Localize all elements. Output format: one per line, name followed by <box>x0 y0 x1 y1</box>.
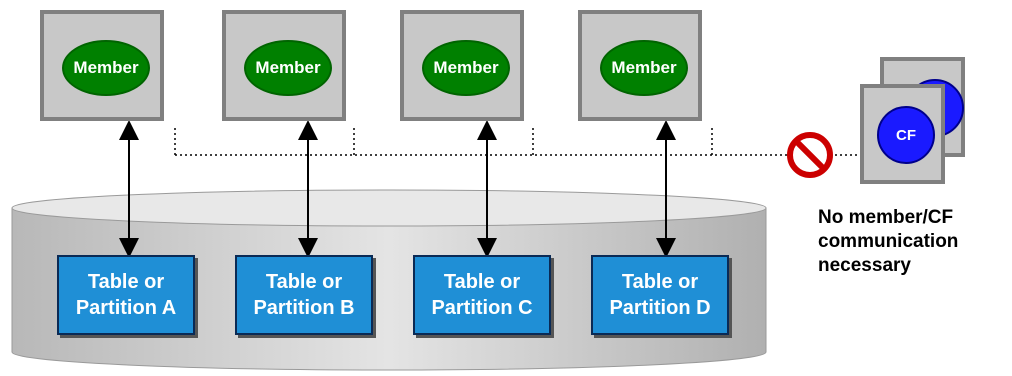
partition-box-d: Table or Partition D <box>591 255 729 335</box>
member-partition-arrows <box>119 120 676 258</box>
cf-circle: CF <box>877 106 935 164</box>
partition-box-a: Table or Partition A <box>57 255 195 335</box>
partition-line1: Table or <box>443 271 521 293</box>
member-ellipse: Member <box>244 40 332 96</box>
interconnect-line <box>174 128 858 156</box>
prohibited-icon <box>787 132 833 178</box>
partition-line2: Partition C <box>431 297 533 319</box>
cf-box-front: CF <box>860 84 945 184</box>
member-ellipse: Member <box>600 40 688 96</box>
note-line2: communication <box>818 231 959 252</box>
partition-line2: Partition A <box>75 297 177 319</box>
member-box-3: Member <box>400 10 524 121</box>
partition-line2: Partition D <box>609 297 711 319</box>
partition-line1: Table or <box>87 271 165 293</box>
partition-line2: Partition B <box>253 297 355 319</box>
member-box-1: Member <box>40 10 164 121</box>
note-line1: No member/CF <box>818 207 954 228</box>
partition-box-b: Table or Partition B <box>235 255 373 335</box>
member-ellipse: Member <box>422 40 510 96</box>
member-ellipse: Member <box>62 40 150 96</box>
no-communication-note: No member/CF communication necessary <box>818 206 1008 278</box>
note-line3: necessary <box>818 255 911 276</box>
partition-line1: Table or <box>621 271 699 293</box>
partition-line1: Table or <box>265 271 343 293</box>
shared-database-cylinder <box>11 189 767 371</box>
member-box-4: Member <box>578 10 702 121</box>
partition-box-c: Table or Partition C <box>413 255 551 335</box>
member-box-2: Member <box>222 10 346 121</box>
